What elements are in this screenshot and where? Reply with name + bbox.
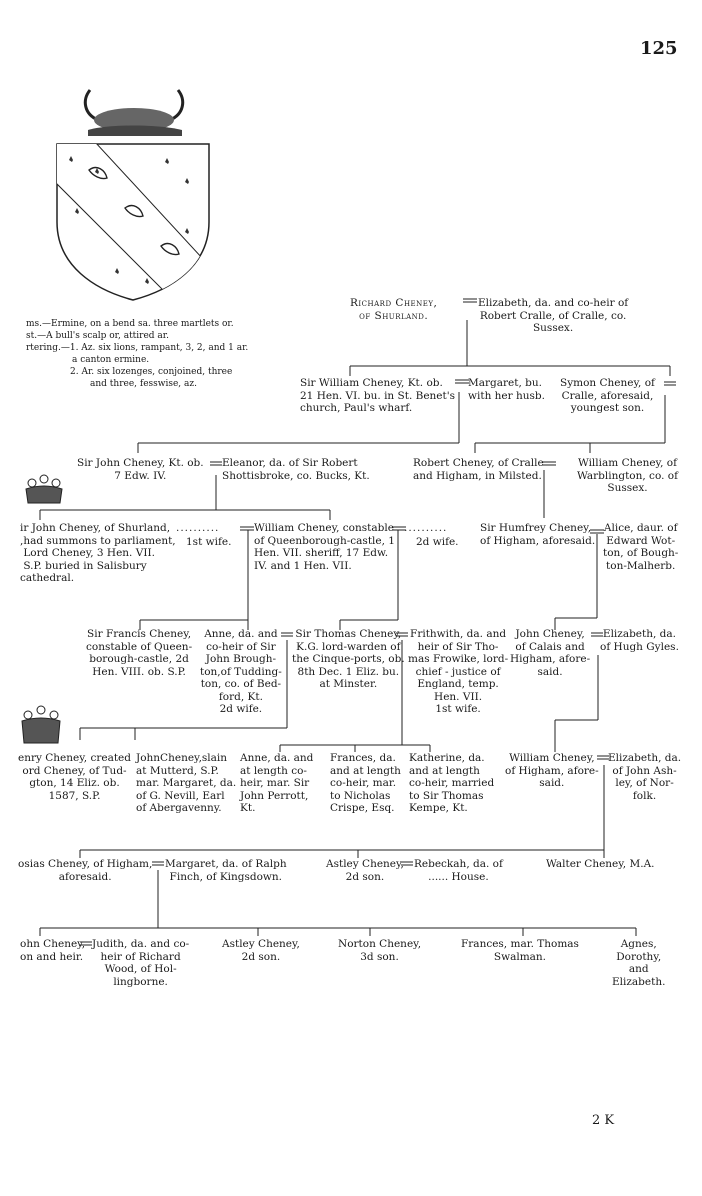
- quartering-1b-line: a canton ermine.: [72, 355, 150, 365]
- symon-cheney: Symon Cheney, of Cralle, aforesaid, youn…: [560, 377, 655, 414]
- signature-mark: 2 K: [592, 1113, 615, 1128]
- norton-cheney: Norton Cheney, 3d son.: [338, 938, 422, 963]
- john-cheney-son: ohn Cheney, on and heir.: [20, 938, 86, 963]
- sir-thomas-cheney: Sir Thomas Cheney, K.G. lord-warden of t…: [292, 628, 405, 690]
- quartering-2b-line: and three, fesswise, az.: [90, 379, 197, 389]
- william-cheney-higham: William Cheney, of Higham, afore- said.: [505, 752, 599, 789]
- william-cheney-constable: William Cheney, constable of Queenboroug…: [254, 522, 395, 572]
- dot-leader-2: ..........: [404, 522, 448, 534]
- william-cheney-warblington: William Cheney, of Warblington, co. of S…: [577, 457, 678, 494]
- judith-wood: Judith, da. and co- heir of Richard Wood…: [92, 938, 190, 988]
- quartering-1-line: rtering.—1. Az. six lions, rampant, 3, 2…: [26, 343, 249, 353]
- elizabeth-ashley: Elizabeth, da. of John Ash- ley, of Nor-…: [608, 752, 682, 802]
- katherine-kempe: Katherine, da. and at length co-heir, ma…: [409, 752, 495, 814]
- anne-perrott: Anne, da. and at length co- heir, mar. S…: [240, 752, 314, 814]
- baron-coronet-icon-2: [21, 705, 61, 744]
- robert-cheney: Robert Cheney, of Cralle and Higham, in …: [413, 457, 544, 482]
- heraldry-description: ms.—Ermine, on a bend sa. three martlets…: [26, 318, 248, 390]
- astley-cheney-2: Astley Cheney, 2d son.: [222, 938, 300, 963]
- frances-swalman: Frances, mar. Thomas Swalman.: [461, 938, 579, 963]
- crest-line: st.—A bull's scalp or, attired ar.: [26, 331, 169, 341]
- walter-cheney: Walter Cheney, M.A.: [546, 858, 655, 870]
- sir-william-cheney: Sir William Cheney, Kt. ob. 21 Hen. VI. …: [300, 377, 456, 414]
- second-wife-label: 2d wife.: [416, 536, 459, 548]
- arms-line: ms.—Ermine, on a bend sa. three martlets…: [26, 319, 234, 329]
- astley-cheney: Astley Cheney, 2d son.: [326, 858, 404, 883]
- margaret-finch: Margaret, da. of Ralph Finch, of Kingsdo…: [165, 858, 287, 883]
- frithwith-frowike: Frithwith, da. and heir of Sir Tho- mas …: [408, 628, 509, 715]
- eleanor-shottisbroke: Eleanor, da. of Sir Robert Shottisbroke,…: [222, 457, 370, 482]
- rebeckah-house: Rebeckah, da. of ...... House.: [414, 858, 503, 883]
- henry-cheney: enry Cheney, created ord Cheney, of Tud-…: [18, 752, 131, 802]
- john-cheney-shurland: ir John Cheney, of Shurland, ,had summon…: [20, 522, 176, 584]
- baron-coronet-icon: [25, 474, 63, 504]
- sir-john-cheney: Sir John Cheney, Kt. ob. 7 Edw. IV.: [77, 457, 204, 482]
- john-cheney-calais: John Cheney, of Calais and Higham, afore…: [510, 628, 591, 678]
- john-cheney-slain: JohnCheney,slain at Mutterd, S.P. mar. M…: [136, 752, 237, 814]
- elizabeth-gyles: Elizabeth, da. of Hugh Gyles.: [600, 628, 679, 653]
- dot-leader-1: ..........: [176, 522, 220, 534]
- elizabeth-cralle: Elizabeth, da. and co-heir of Robert Cra…: [478, 297, 629, 334]
- sir-francis-cheney: Sir Francis Cheney, constable of Queen- …: [86, 628, 193, 678]
- josias-cheney: osias Cheney, of Higham, aforesaid.: [18, 858, 153, 883]
- alice-wotton: Alice, daur. of Edward Wot- ton, of Boug…: [603, 522, 679, 572]
- anne-broughton: Anne, da. and co-heir of Sir John Brough…: [200, 628, 282, 715]
- agnes-dorothy-elizabeth: Agnes, Dorothy, and Elizabeth.: [612, 938, 666, 988]
- bull-scalp-crest: [83, 89, 185, 136]
- quartering-2-line: 2. Ar. six lozenges, conjoined, three: [70, 367, 233, 377]
- margaret-wife: Margaret, bu. with her husb.: [468, 377, 545, 402]
- richard-cheney: Richard Cheney, of Shurland.: [350, 297, 438, 322]
- frances-crispe: Frances, da. and at length co-heir, mar.…: [330, 752, 401, 814]
- coat-of-arms-shield: [56, 143, 210, 301]
- sir-humfrey-cheney: Sir Humfrey Cheney, of Higham, aforesaid…: [480, 522, 596, 547]
- first-wife-label: 1st wife.: [186, 536, 232, 548]
- page-number: 125: [640, 38, 678, 59]
